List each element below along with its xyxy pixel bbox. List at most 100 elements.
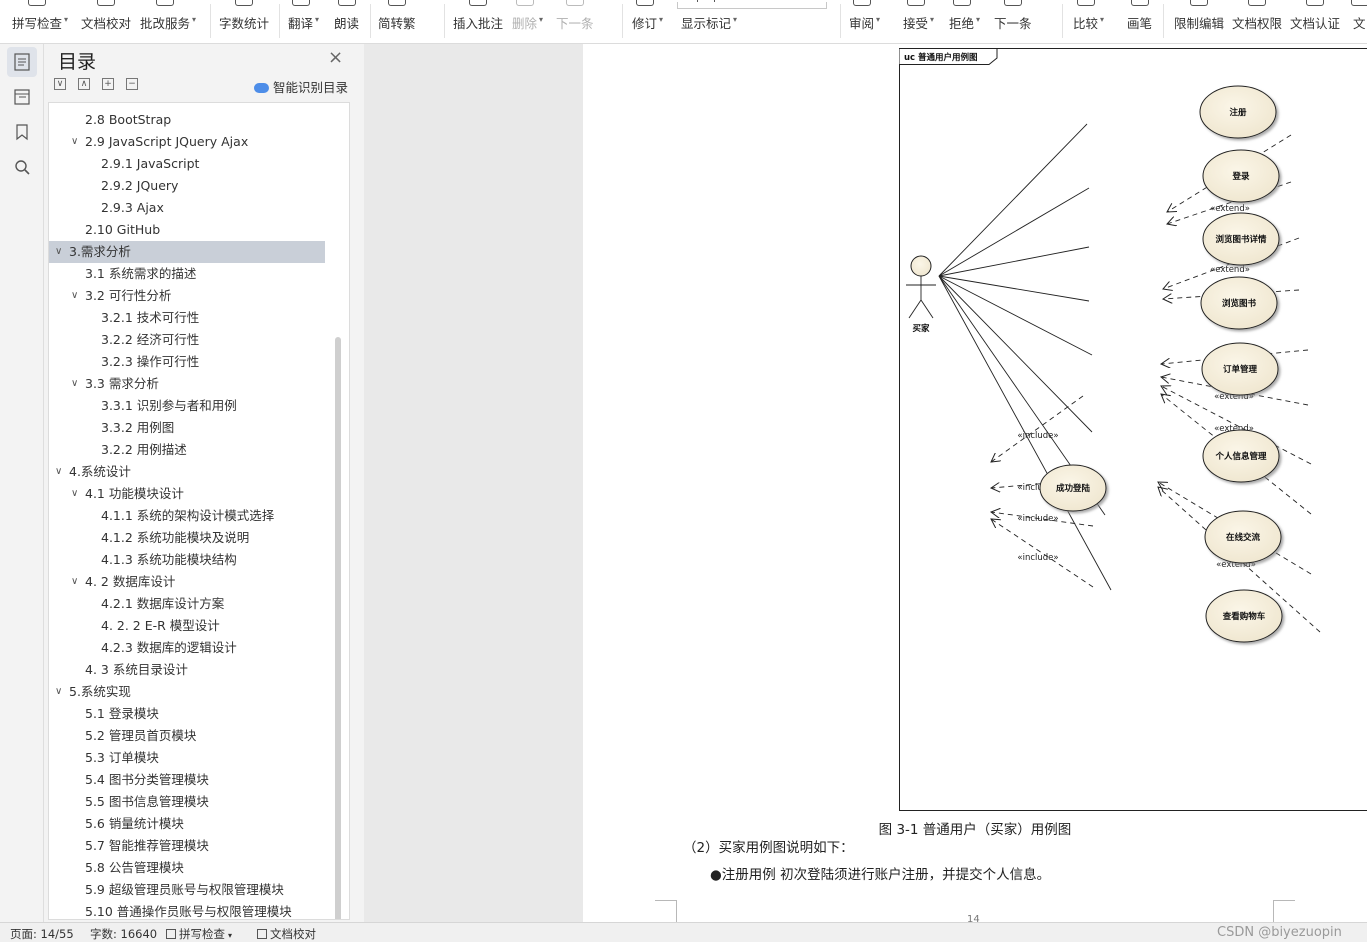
toc-item[interactable]: ∨4. 2 数据库设计 bbox=[49, 571, 349, 593]
ai-icon bbox=[254, 83, 269, 93]
toc-item[interactable]: 3.1 系统需求的描述 bbox=[49, 263, 349, 285]
toc-item-label: 5.3 订单模块 bbox=[85, 750, 159, 765]
toc-item[interactable]: 2.8 BootStrap bbox=[49, 109, 349, 131]
checkbox-icon bbox=[257, 929, 267, 939]
chevron-down-icon: ▾ bbox=[733, 15, 738, 24]
toc-item[interactable]: 5.5 图书信息管理模块 bbox=[49, 791, 349, 813]
chevron-down-icon: ▾ bbox=[64, 15, 69, 24]
close-icon[interactable]: × bbox=[328, 47, 344, 68]
toc-item[interactable]: ∨4.1 功能模块设计 bbox=[49, 483, 349, 505]
toc-item[interactable]: 3.3.2 用例图 bbox=[49, 417, 349, 439]
frame-label: uc 普通用户用例图 bbox=[904, 52, 978, 63]
track-changes-icon bbox=[635, 0, 654, 6]
use-case-ellipse bbox=[1039, 464, 1107, 512]
status-bar: 页面: 14/55 字数: 16640 拼写检查▾ 文档校对 CSDN @biy… bbox=[0, 922, 1367, 942]
toc-scrollbar[interactable] bbox=[335, 337, 341, 919]
toc-item[interactable]: 3.2.2 用例描述 bbox=[49, 439, 349, 461]
ribbon-label: 显示标记 bbox=[681, 16, 732, 31]
ribbon-separator bbox=[1163, 4, 1164, 38]
document-area[interactable]: uc 普通用户用例图 买家«extend»«extend»«extend»«ex… bbox=[364, 44, 1367, 922]
toc-item[interactable]: 4. 2. 2 E-R 模型设计 bbox=[49, 615, 349, 637]
toc-item[interactable]: 5.10 普通操作员账号与权限管理模块 bbox=[49, 901, 349, 919]
markup-view-select[interactable] bbox=[677, 2, 827, 9]
chevron-down-icon[interactable]: ∨ bbox=[71, 576, 79, 587]
toc-item[interactable]: 2.9.2 JQuery bbox=[49, 175, 349, 197]
toc-list[interactable]: 2.8 BootStrap∨2.9 JavaScript JQuery Ajax… bbox=[48, 102, 350, 920]
review-icon bbox=[852, 0, 871, 6]
ai-toc-button[interactable]: 智能识别目录 bbox=[254, 77, 348, 96]
outline-icon[interactable] bbox=[7, 82, 37, 112]
toc-item[interactable]: 2.9.3 Ajax bbox=[49, 197, 349, 219]
chevron-down-icon[interactable]: ∨ bbox=[71, 290, 79, 301]
association-line bbox=[991, 512, 1094, 527]
toc-item[interactable]: 4.2.3 数据库的逻辑设计 bbox=[49, 637, 349, 659]
toc-item[interactable]: 5.1 登录模块 bbox=[49, 703, 349, 725]
chevron-down-icon[interactable]: ∨ bbox=[55, 686, 63, 697]
toc-item[interactable]: 3.2.3 操作可行性 bbox=[49, 351, 349, 373]
ribbon-label: 批改服务 bbox=[140, 16, 191, 31]
toc-item[interactable]: 5.6 销量统计模块 bbox=[49, 813, 349, 835]
use-case-ellipse bbox=[1202, 149, 1280, 203]
chevron-down-icon: ▾ bbox=[659, 15, 664, 24]
toc-item[interactable]: ∨3.2 可行性分析 bbox=[49, 285, 349, 307]
toc-item[interactable]: 4.1.1 系统的架构设计模式选择 bbox=[49, 505, 349, 527]
spell-check-label: 拼写检查 bbox=[179, 927, 225, 941]
doc-certify-icon bbox=[1306, 0, 1324, 6]
collapse-all-icon[interactable]: ∧ bbox=[78, 78, 90, 90]
toc-item[interactable]: ∨4.系统设计 bbox=[49, 461, 349, 483]
toc-item[interactable]: 4.1.3 系统功能模块结构 bbox=[49, 549, 349, 571]
use-case-label: 注册 bbox=[1229, 107, 1247, 118]
chevron-down-icon: ▾ bbox=[976, 15, 981, 24]
toc-item[interactable]: 4.1.2 系统功能模块及说明 bbox=[49, 527, 349, 549]
correction-icon bbox=[156, 0, 174, 6]
toc-item[interactable]: 5.3 订单模块 bbox=[49, 747, 349, 769]
simplified-traditional-icon bbox=[388, 0, 406, 6]
chevron-down-icon[interactable]: ∨ bbox=[71, 378, 79, 389]
toc-item[interactable]: 3.2.1 技术可行性 bbox=[49, 307, 349, 329]
page-indicator[interactable]: 页面: 14/55 bbox=[10, 927, 74, 941]
toc-item[interactable]: 3.3.1 识别参与者和用例 bbox=[49, 395, 349, 417]
toc-item[interactable]: 4. 3 系统目录设计 bbox=[49, 659, 349, 681]
remove-level-icon[interactable]: − bbox=[126, 78, 138, 90]
toc-item-label: 3.2.2 用例描述 bbox=[101, 442, 187, 457]
search-icon[interactable] bbox=[7, 152, 37, 182]
chevron-down-icon[interactable]: ∨ bbox=[71, 488, 79, 499]
toc-item[interactable]: 2.10 GitHub bbox=[49, 219, 349, 241]
chevron-down-icon[interactable]: ∨ bbox=[71, 136, 79, 147]
chevron-down-icon[interactable]: ∨ bbox=[55, 466, 63, 477]
association-line bbox=[938, 275, 1093, 433]
word-count[interactable]: 字数: 16640 bbox=[90, 927, 158, 941]
compare-icon bbox=[1076, 0, 1095, 6]
document-page[interactable]: uc 普通用户用例图 买家«extend»«extend»«extend»«ex… bbox=[583, 44, 1367, 922]
toc-item[interactable]: 5.9 超级管理员账号与权限管理模块 bbox=[49, 879, 349, 901]
toc-icon[interactable] bbox=[7, 47, 37, 77]
ribbon-label: 朗读 bbox=[334, 16, 360, 31]
toc-item-label: 5.6 销量统计模块 bbox=[85, 816, 184, 831]
spell-check-toggle[interactable]: 拼写检查▾ bbox=[166, 926, 232, 942]
toc-item[interactable]: 5.4 图书分类管理模块 bbox=[49, 769, 349, 791]
toc-item[interactable]: 5.2 管理员首页模块 bbox=[49, 725, 349, 747]
use-case-ellipse bbox=[1199, 85, 1277, 139]
toc-panel: 目录 × ∨∧+− 智能识别目录 2.8 BootStrap∨2.9 JavaS… bbox=[44, 44, 364, 922]
ribbon-label: 下一条 bbox=[994, 16, 1032, 31]
toc-item[interactable]: ∨5.系统实现 bbox=[49, 681, 349, 703]
toc-item[interactable]: 2.9.1 JavaScript bbox=[49, 153, 349, 175]
toc-item[interactable]: 5.8 公告管理模块 bbox=[49, 857, 349, 879]
toc-item[interactable]: ∨3.3 需求分析 bbox=[49, 373, 349, 395]
bookmark-icon[interactable] bbox=[7, 117, 37, 147]
toc-item[interactable]: 4.2.1 数据库设计方案 bbox=[49, 593, 349, 615]
use-case-ellipse bbox=[1201, 342, 1279, 396]
toc-item[interactable]: 3.2.2 经济可行性 bbox=[49, 329, 349, 351]
toc-item[interactable]: ∨2.9 JavaScript JQuery Ajax bbox=[49, 131, 349, 153]
ribbon-label: 下一条 bbox=[556, 16, 594, 31]
chevron-down-icon[interactable]: ∨ bbox=[55, 246, 63, 257]
proofread-toggle[interactable]: 文档校对 bbox=[257, 926, 316, 942]
toc-item-label: 3.1 系统需求的描述 bbox=[85, 266, 197, 281]
toc-item[interactable]: 5.7 智能推荐管理模块 bbox=[49, 835, 349, 857]
add-level-icon[interactable]: + bbox=[102, 78, 114, 90]
delete-comment-icon bbox=[515, 0, 534, 6]
expand-all-icon[interactable]: ∨ bbox=[54, 78, 66, 90]
chevron-down-icon: ▾ bbox=[315, 15, 320, 24]
toc-item[interactable]: ∨3.需求分析 bbox=[49, 241, 325, 263]
association-line bbox=[938, 187, 1090, 277]
